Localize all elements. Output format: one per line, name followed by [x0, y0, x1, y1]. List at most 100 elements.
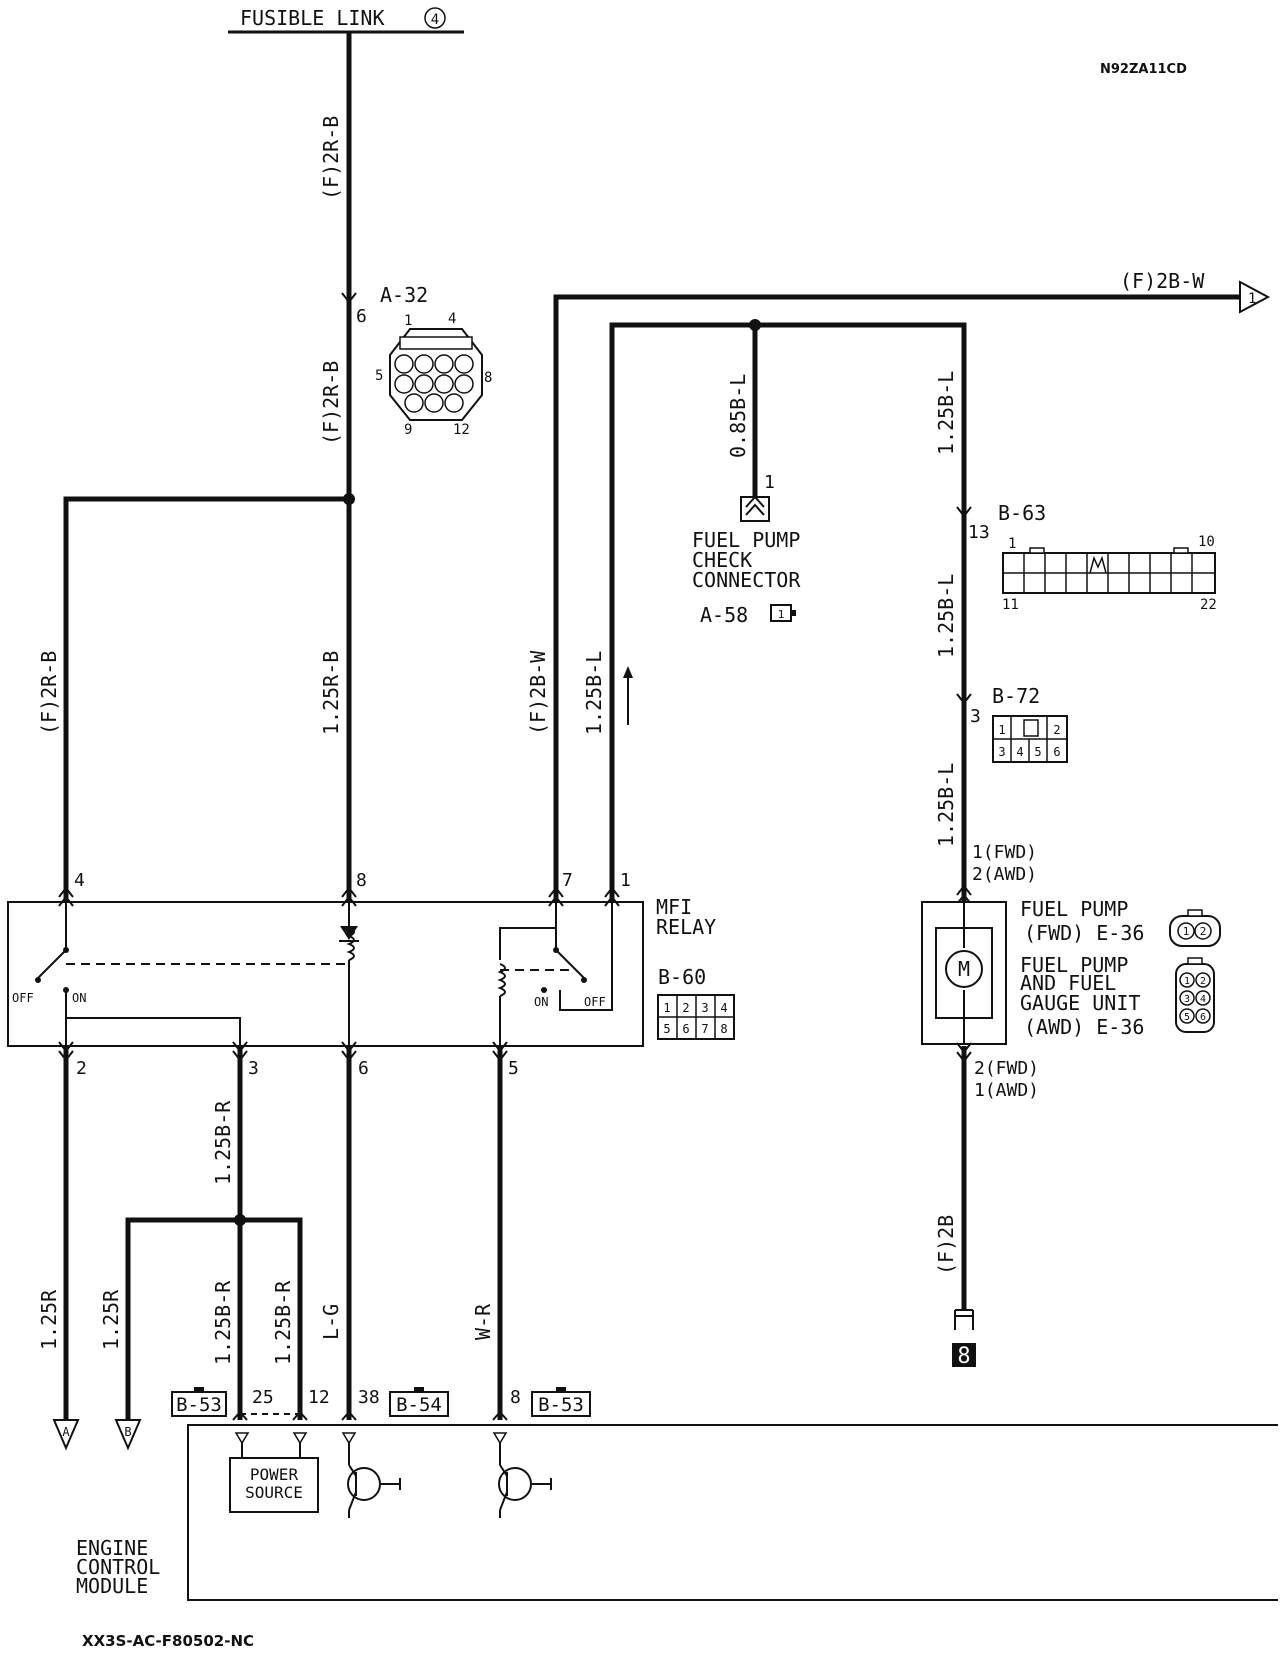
relay-pin: 1 — [620, 870, 631, 891]
pin-number: 3 — [701, 1001, 708, 1015]
wire-label: (F)2B-W — [1120, 269, 1205, 293]
pin-number: 11 — [1002, 597, 1019, 613]
pin-number: 1 — [778, 608, 785, 621]
relay-pin: 3 — [248, 1058, 259, 1079]
pin-number: 2 — [1200, 976, 1206, 987]
pump-label: FUEL PUMP — [1020, 897, 1128, 921]
wire-label: (F)2R-B — [319, 361, 343, 445]
offpage-label: A — [62, 1425, 70, 1439]
relay-pin: 4 — [74, 870, 85, 891]
power-source-label: SOURCE — [245, 1483, 303, 1502]
check-connector-label: CONNECTOR — [692, 568, 801, 592]
ecm-pin: 38 — [358, 1387, 380, 1408]
wire-label: 1.25B-L — [934, 371, 958, 455]
pin-number: 6 — [1200, 1012, 1206, 1023]
wire-label: 1.25B-R — [271, 1280, 295, 1365]
ecm-pin: 25 — [252, 1387, 274, 1408]
fusible-link-label: FUSIBLE LINK — [240, 6, 385, 30]
ecm-connector-b53-right: B-53 — [531, 1387, 591, 1417]
wire-label: (F)2R-B — [37, 651, 61, 735]
pin-number: 4 — [1016, 745, 1023, 759]
pin-number: 13 — [968, 522, 990, 543]
fusible-link-number: 4 — [431, 12, 439, 28]
offpage-label: 1 — [1248, 291, 1256, 307]
ecm-pin: 12 — [308, 1387, 330, 1408]
pin-number: 1 — [1183, 925, 1190, 938]
offpage-connector-1: 1 — [1239, 280, 1271, 314]
check-connector-label: CHECK — [692, 548, 752, 572]
wire-label: (F)2B — [934, 1215, 958, 1275]
pin-number: 4 — [448, 311, 456, 327]
pin-number: 8 — [720, 1022, 727, 1036]
ground-ref: 8 — [957, 1344, 970, 1369]
ecm-label: ENGINE — [76, 1536, 148, 1560]
ecm-label: CONTROL — [76, 1555, 160, 1579]
wire-label: 1.25B-L — [934, 763, 958, 847]
connector-id: B-53 — [538, 1394, 584, 1416]
switch-label: ON — [72, 991, 86, 1005]
pin-arrow — [956, 693, 972, 705]
switch-label: OFF — [12, 991, 34, 1005]
pin-number: 2 — [1200, 925, 1207, 938]
ecm-pin: 8 — [510, 1387, 521, 1408]
pump-label: (FWD) E-36 — [1024, 921, 1144, 945]
pump-label: (AWD) E-36 — [1024, 1015, 1144, 1039]
pin-number: 3 — [998, 745, 1005, 759]
pin-number: 2 — [682, 1001, 689, 1015]
pin-arrow — [341, 292, 357, 304]
connector-id: B-60 — [658, 965, 706, 989]
wire-label: 1.25R — [99, 1289, 123, 1350]
pin-number: 1 — [998, 723, 1005, 737]
pin-number: 6 — [356, 306, 367, 327]
offpage-b: B — [114, 1419, 142, 1451]
ecm-connector-b53-left: B-53 — [171, 1387, 227, 1417]
relay-pin: 7 — [562, 870, 573, 891]
switch-label: ON — [534, 995, 548, 1009]
pump-motor-icon — [945, 950, 983, 988]
pin-label: 1(FWD) — [972, 842, 1037, 863]
pin-number: 5 — [1034, 745, 1041, 759]
splice-dot — [749, 319, 761, 331]
connector-id: A-58 — [700, 603, 748, 627]
pump-label: FUEL PUMP — [1020, 953, 1128, 977]
wire-label: 0.85B-L — [726, 374, 750, 458]
ground-symbol: 8 — [952, 1309, 976, 1369]
pin-label: 2(AWD) — [972, 864, 1037, 885]
pin-number: 9 — [404, 422, 412, 438]
relay-label: RELAY — [656, 915, 716, 939]
connector-id: B-53 — [176, 1394, 222, 1416]
pin-number: 5 — [1184, 1012, 1190, 1023]
pin-number: 3 — [1184, 994, 1190, 1005]
pin-label: 2(FWD) — [974, 1058, 1039, 1079]
wire-label: 1.25B-R — [211, 1280, 235, 1365]
pin-number: 4 — [1200, 994, 1206, 1005]
relay-diode — [340, 926, 358, 940]
pin-number: 1 — [1008, 536, 1016, 552]
connector-a32: A-32 6 1 4 5 8 9 12 — [356, 283, 492, 438]
ecm-label: MODULE — [76, 1574, 148, 1598]
wire-label: (F)2R-B — [319, 116, 343, 200]
pin-number: 8 — [484, 370, 492, 386]
connector-e36-fwd: 1 2 — [1169, 909, 1221, 947]
connector-e36-awd: 1 2 3 4 5 6 — [1175, 957, 1215, 1033]
pin-number: 12 — [453, 422, 470, 438]
engine-control-module: ENGINE CONTROL MODULE POWER SOURCE — [76, 1424, 1278, 1601]
wire-label: L-G — [319, 1304, 343, 1340]
wire-label: 1.25R — [37, 1289, 61, 1350]
wire-label: W-R — [471, 1303, 495, 1340]
connector-b63: B-63 13 1 10 11 22 — [968, 501, 1217, 613]
pin-number: 1 — [663, 1001, 670, 1015]
offpage-label: B — [124, 1425, 131, 1439]
relay-pin: 5 — [508, 1058, 519, 1079]
fusible-link: FUSIBLE LINK 4 — [228, 6, 464, 34]
fuel-pump-check-connector: 1 FUEL PUMP CHECK CONNECTOR A-58 1 — [692, 472, 801, 627]
pin-label: 1(AWD) — [974, 1080, 1039, 1101]
wire-label: 1.25B-R — [211, 1100, 235, 1185]
connector-id: B-72 — [992, 684, 1040, 708]
pin-number: 10 — [1198, 534, 1215, 550]
relay-pin: 6 — [358, 1058, 369, 1079]
pin-number: 22 — [1200, 597, 1217, 613]
relay-label: MFI — [656, 895, 692, 919]
pin-number: 6 — [1053, 745, 1060, 759]
